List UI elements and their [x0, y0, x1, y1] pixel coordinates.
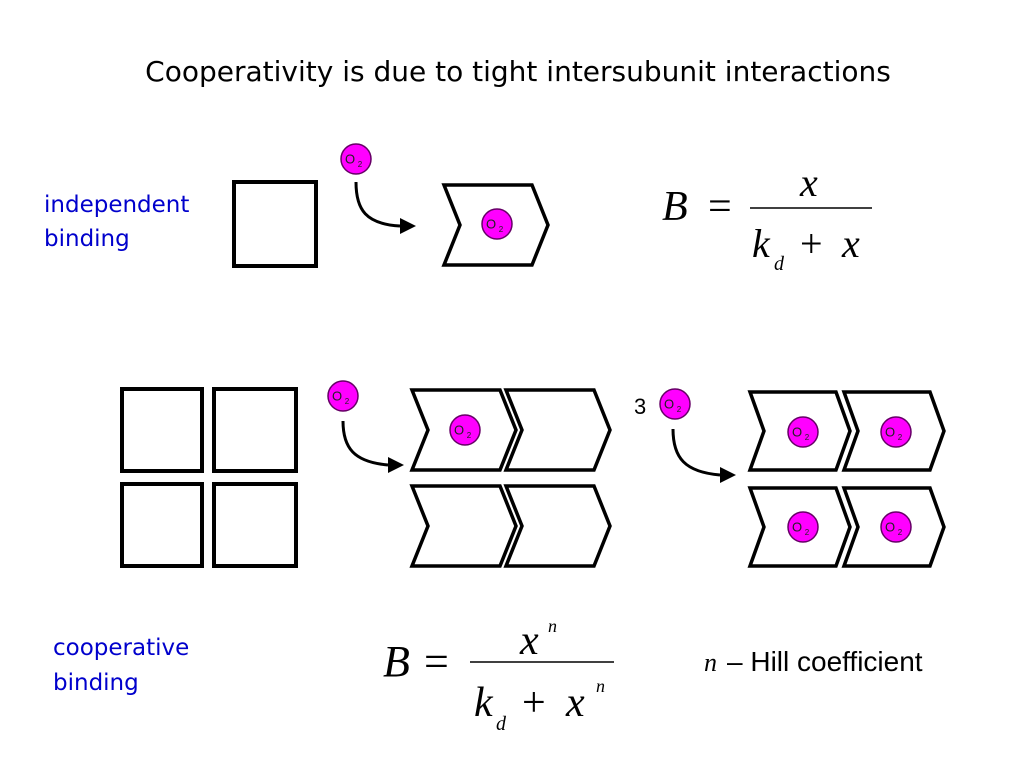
eq1-denom-x: x — [841, 221, 860, 266]
independent-label-line2: binding — [44, 226, 130, 252]
eq2-denom-exponent: n — [596, 676, 605, 696]
second-free-oxygen-molecule — [659, 388, 691, 420]
unbound-subunit-square — [232, 180, 318, 268]
free-oxygen-molecule — [340, 143, 372, 175]
bound-oxygen-molecule-2 — [787, 416, 819, 448]
bound-oxygen-molecule-4 — [787, 511, 819, 543]
tetramer-square-bottom-right — [212, 482, 298, 568]
hill-coefficient-note: n – Hill coefficient — [704, 646, 923, 677]
chevron-bottom-left — [409, 484, 518, 568]
first-free-oxygen-molecule — [327, 380, 359, 412]
unbound-tetramer — [120, 387, 298, 568]
independent-binding-equation: B = x k d + x — [662, 160, 872, 275]
singly-bound-tetramer — [409, 388, 612, 568]
second-binding-arrow — [671, 428, 736, 483]
hill-text: – Hill coefficient — [727, 646, 923, 677]
eq2-denom-k: k — [474, 680, 494, 726]
chevron-bottom-right — [503, 484, 612, 568]
tetramer-square-top-left — [120, 387, 204, 473]
hill-symbol: n — [704, 648, 717, 677]
tetramer-square-top-right — [212, 387, 298, 473]
bound-oxygen-molecule-5 — [880, 511, 912, 543]
eq1-equals: = — [708, 184, 732, 230]
eq2-equals: = — [424, 637, 449, 686]
cooperative-label-line2: binding — [53, 670, 139, 696]
eq2-denom-sub: d — [496, 713, 507, 735]
bound-oxygen-molecule-3 — [880, 416, 912, 448]
bound-oxygen-molecule-1 — [449, 414, 481, 446]
chevron-top-right — [503, 388, 612, 472]
eq1-denom-k: k — [752, 221, 771, 266]
eq1-denom-plus: + — [800, 221, 823, 266]
fully-bound-tetramer — [747, 390, 946, 568]
eq2-denom-plus: + — [522, 680, 546, 726]
eq2-lhs: B — [383, 637, 410, 686]
first-binding-arrow — [341, 420, 404, 473]
cooperative-label-line1: cooperative — [53, 635, 189, 661]
eq2-numerator-exponent: n — [548, 616, 557, 636]
slide-title: Cooperativity is due to tight intersubun… — [145, 55, 891, 88]
eq2-numerator: x — [519, 618, 539, 664]
independent-label-line1: independent — [44, 192, 189, 218]
eq1-numerator: x — [799, 160, 818, 205]
cooperative-binding-equation: B = x n k d + x n — [383, 616, 614, 735]
eq1-lhs: B — [662, 184, 688, 230]
tetramer-square-bottom-left — [120, 482, 204, 568]
oxygen-multiplier: 3 — [634, 394, 646, 419]
binding-arrow — [354, 181, 416, 234]
eq1-denom-sub: d — [774, 253, 785, 275]
eq2-denom-x: x — [565, 680, 585, 726]
bound-oxygen-molecule — [481, 208, 513, 240]
